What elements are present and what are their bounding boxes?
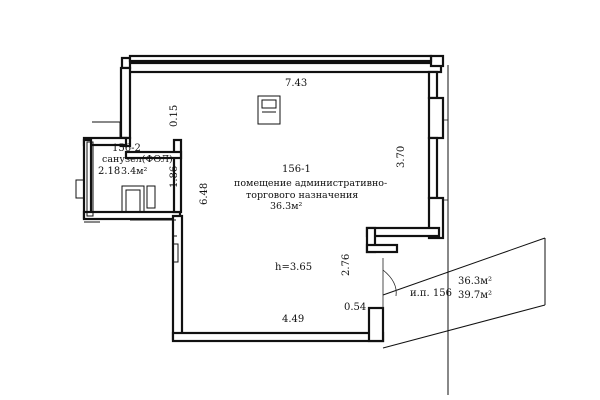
summary-area-main: 36.3м² (458, 276, 492, 287)
wc-number: 156-2 (112, 143, 141, 154)
summary-area-total: 39.7м² (458, 290, 492, 301)
dim-corner: 0.54 (344, 302, 366, 313)
room-name-line2: торгового назначения (246, 190, 358, 201)
wc-area: 3.4м² (121, 166, 147, 177)
room-area: 36.3м² (270, 201, 303, 212)
dim-niche: 0.15 (169, 105, 180, 127)
room-number: 156-1 (282, 164, 311, 175)
dim-wc-height: 1.86 (169, 166, 180, 188)
summary-label: и.п. 156 (410, 288, 452, 299)
walls (82, 54, 445, 343)
dim-top: 7.43 (285, 78, 307, 89)
dim-wc-width: 2.18 (98, 166, 120, 177)
room-156-2: 156-2 санузел(ФОЛ) 3.4м² (102, 143, 173, 177)
room-156-1: 156-1 помещение административно- торгово… (234, 164, 387, 273)
dim-right: 3.70 (396, 146, 407, 168)
dim-right-lower: 2.76 (341, 254, 352, 276)
dimension-labels: 7.43 3.70 6.48 4.49 0.15 1.86 2.18 2.76 … (98, 78, 407, 325)
interior-details (75, 95, 397, 308)
wc-name: санузел(ФОЛ) (102, 154, 173, 165)
unit-summary: и.п. 156 36.3м² 39.7м² (410, 276, 492, 301)
ceiling-height: h=3.65 (275, 262, 312, 273)
room-name-line1: помещение административно- (234, 178, 387, 189)
dim-left: 6.48 (199, 183, 210, 205)
dim-bottom: 4.49 (282, 314, 304, 325)
